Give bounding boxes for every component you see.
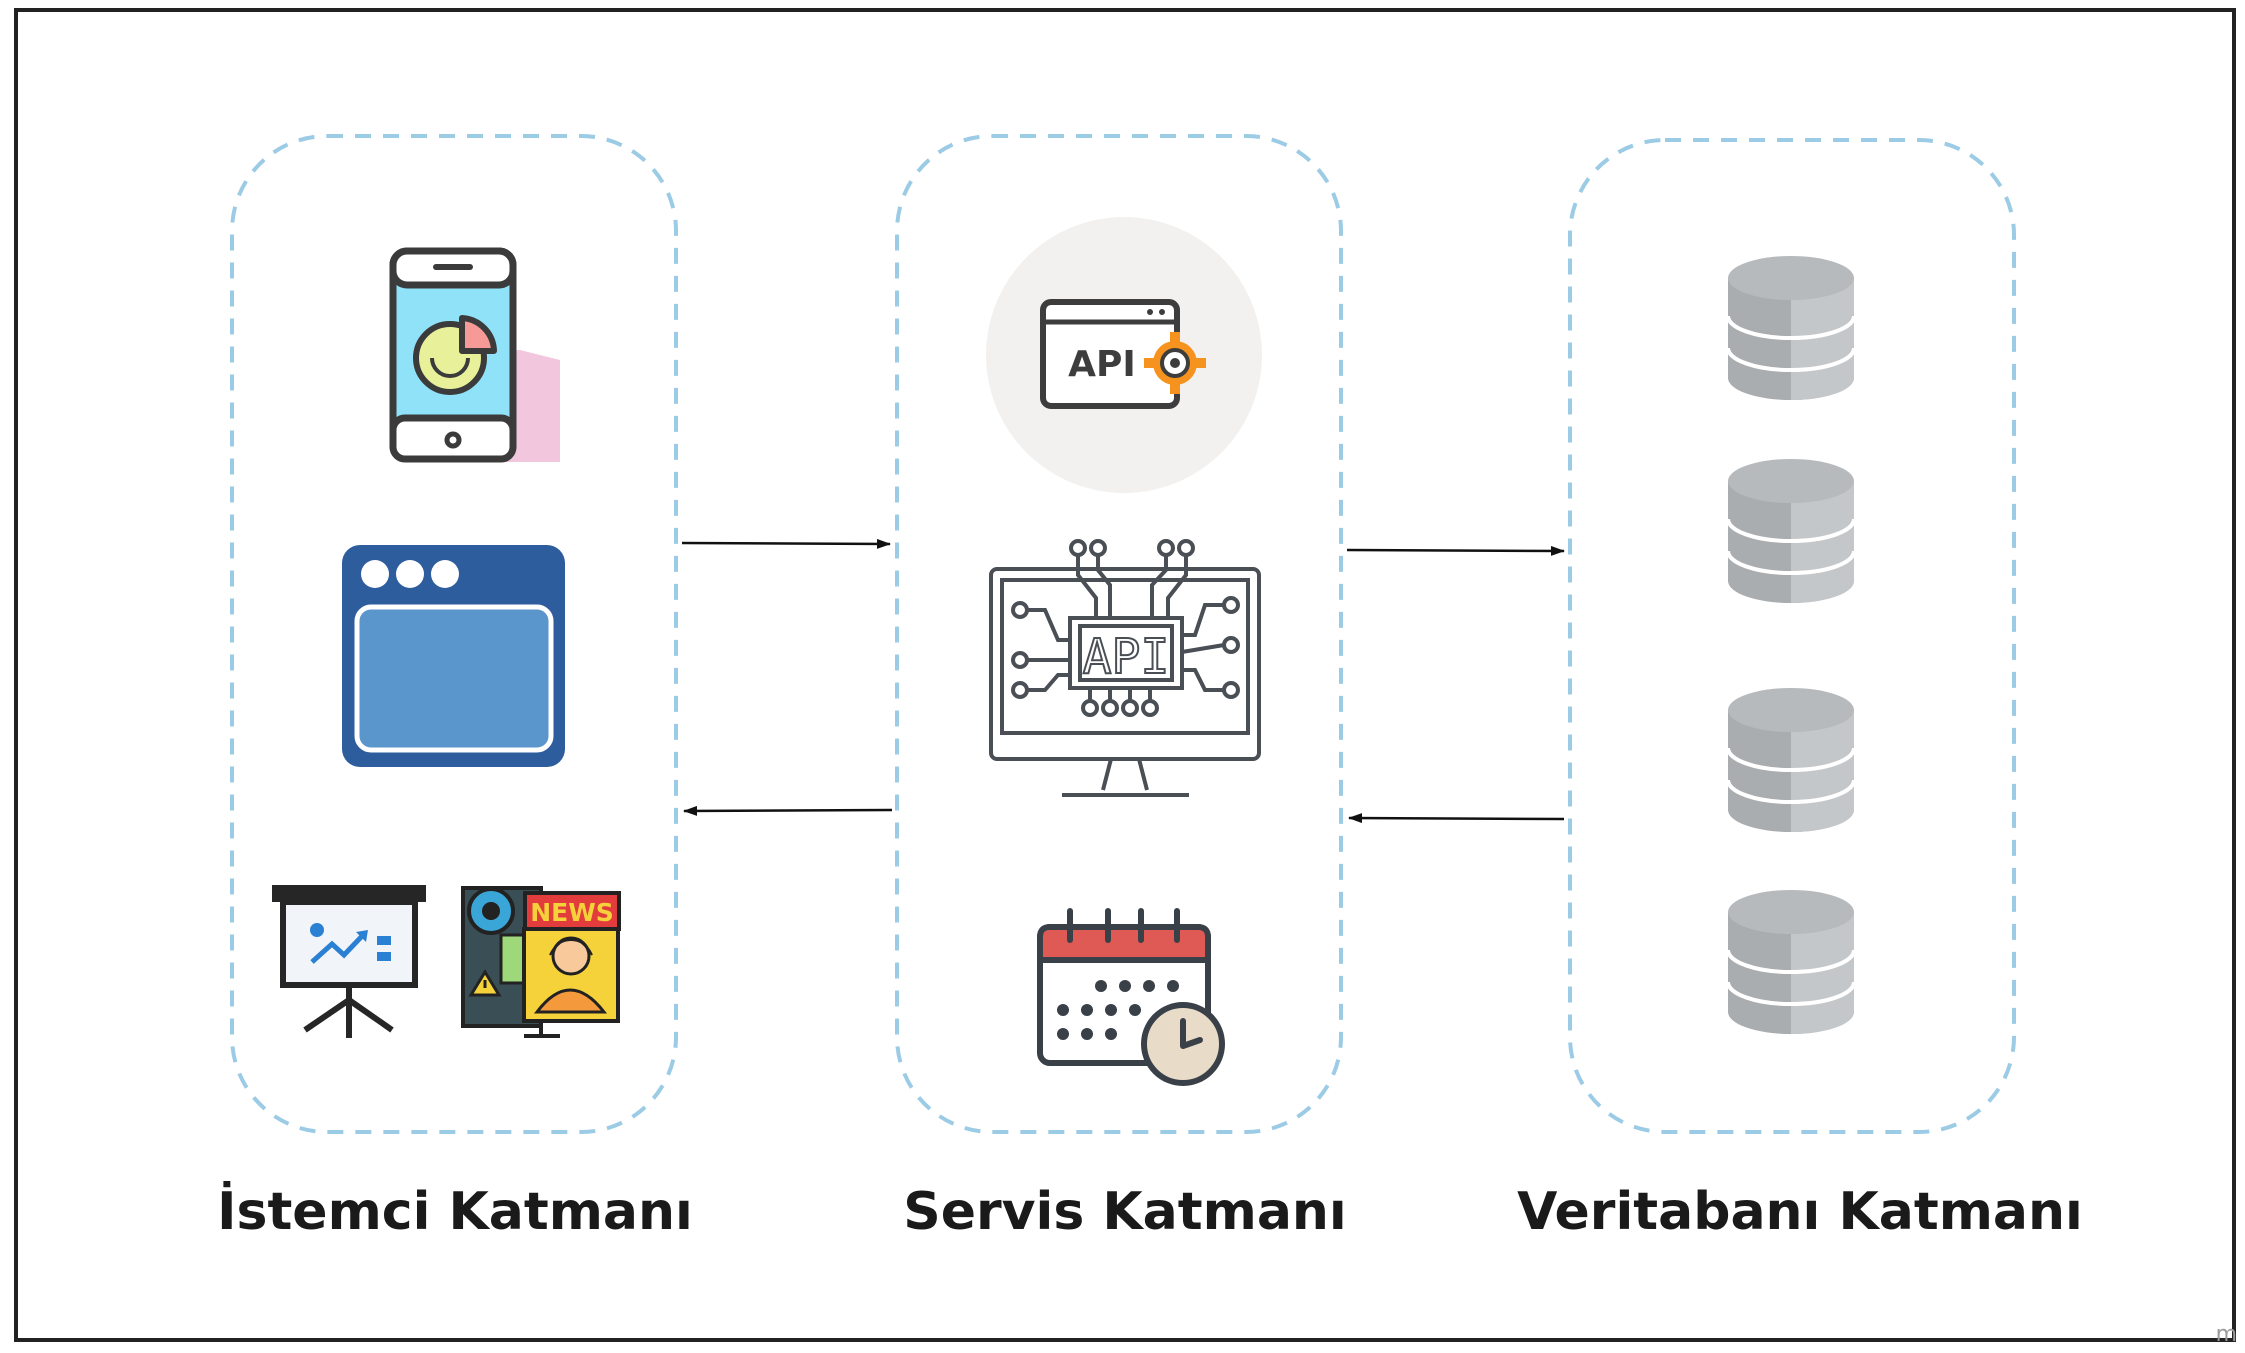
service-layer-container — [895, 134, 1343, 1134]
watermark: m — [2215, 1322, 2237, 1347]
arrow-database-to-service — [1348, 813, 1565, 824]
database-layer-container — [1568, 138, 2016, 1134]
client-layer-label: İstemci Katmanı — [217, 1182, 693, 1242]
presentation-board-icon — [272, 885, 426, 1038]
database-layer-label: Veritabanı Katmanı — [1517, 1182, 2083, 1242]
database-icon-1 — [1726, 256, 1856, 400]
news-broadcast-icon: NEWS — [461, 886, 621, 1038]
calendar-clock-icon — [1037, 908, 1225, 1086]
client-layer-container — [230, 134, 678, 1134]
arrow-service-to-database — [1346, 545, 1565, 556]
api-monitor-circuit-icon: API — [989, 539, 1261, 797]
api-gear-icon: API — [986, 217, 1262, 493]
browser-window-icon — [342, 545, 565, 767]
database-icon-3 — [1726, 688, 1856, 832]
service-layer-label: Servis Katmanı — [903, 1182, 1347, 1242]
news-label: NEWS — [530, 898, 614, 927]
database-icon-4 — [1726, 890, 1856, 1034]
api-gear-text: API — [1068, 344, 1136, 385]
arrow-client-to-service — [681, 538, 891, 549]
mobile-pie-chart-icon — [389, 247, 560, 463]
api-monitor-text: API — [1083, 629, 1170, 685]
database-icon-2 — [1726, 459, 1856, 603]
arrow-service-to-client — [683, 805, 893, 816]
